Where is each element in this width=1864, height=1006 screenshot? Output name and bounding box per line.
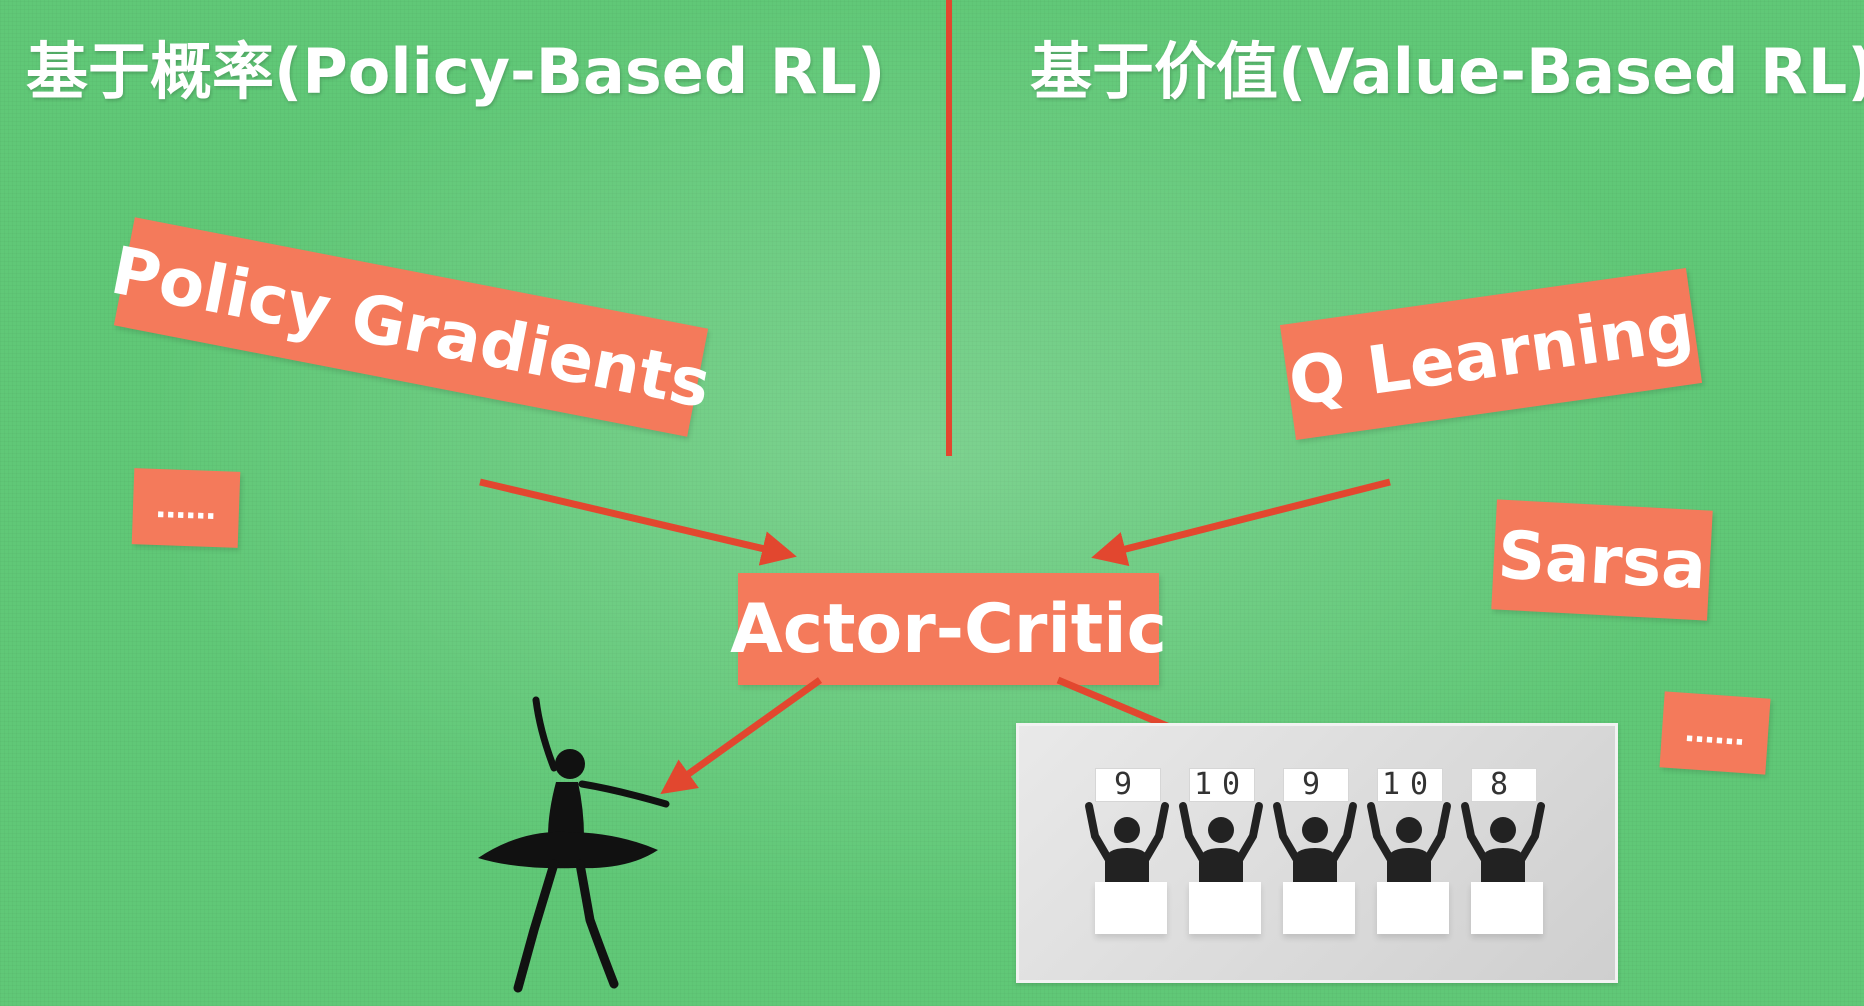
judge-desk	[1283, 882, 1355, 934]
ballerina-silhouette-icon	[478, 696, 670, 993]
score-card: 10	[1377, 768, 1443, 802]
score-card: 8	[1471, 768, 1537, 802]
heading-value-based: 基于价值(Value-Based RL)	[1030, 35, 1864, 108]
judge-figure-icon	[1085, 802, 1169, 888]
judge-desk	[1377, 882, 1449, 934]
judge-desk	[1471, 882, 1543, 934]
arrow-value-to-actor-critic	[1091, 478, 1391, 567]
judge-figure-icon	[1461, 802, 1545, 888]
judge: 10	[1171, 726, 1271, 980]
judge-figure-icon	[1179, 802, 1263, 888]
score-card: 9	[1283, 768, 1349, 802]
arrow-policy-to-actor-critic	[479, 478, 797, 566]
judge: 8	[1453, 726, 1553, 980]
arrow-actor-critic-to-actor	[660, 677, 823, 795]
judge: 9	[1265, 726, 1365, 980]
score-card: 9	[1095, 768, 1161, 802]
critic-judges-panel: 9 10 9	[1016, 723, 1618, 983]
category-divider	[946, 0, 952, 456]
judge-figure-icon	[1367, 802, 1451, 888]
judge: 9	[1077, 726, 1177, 980]
heading-policy-based: 基于概率(Policy-Based RL)	[26, 35, 886, 108]
tag-actor-critic: Actor-Critic	[730, 573, 1167, 685]
score-card: 10	[1189, 768, 1255, 802]
judge-desk	[1095, 882, 1167, 934]
judge-desk	[1189, 882, 1261, 934]
judge-figure-icon	[1273, 802, 1357, 888]
judge: 10	[1359, 726, 1459, 980]
